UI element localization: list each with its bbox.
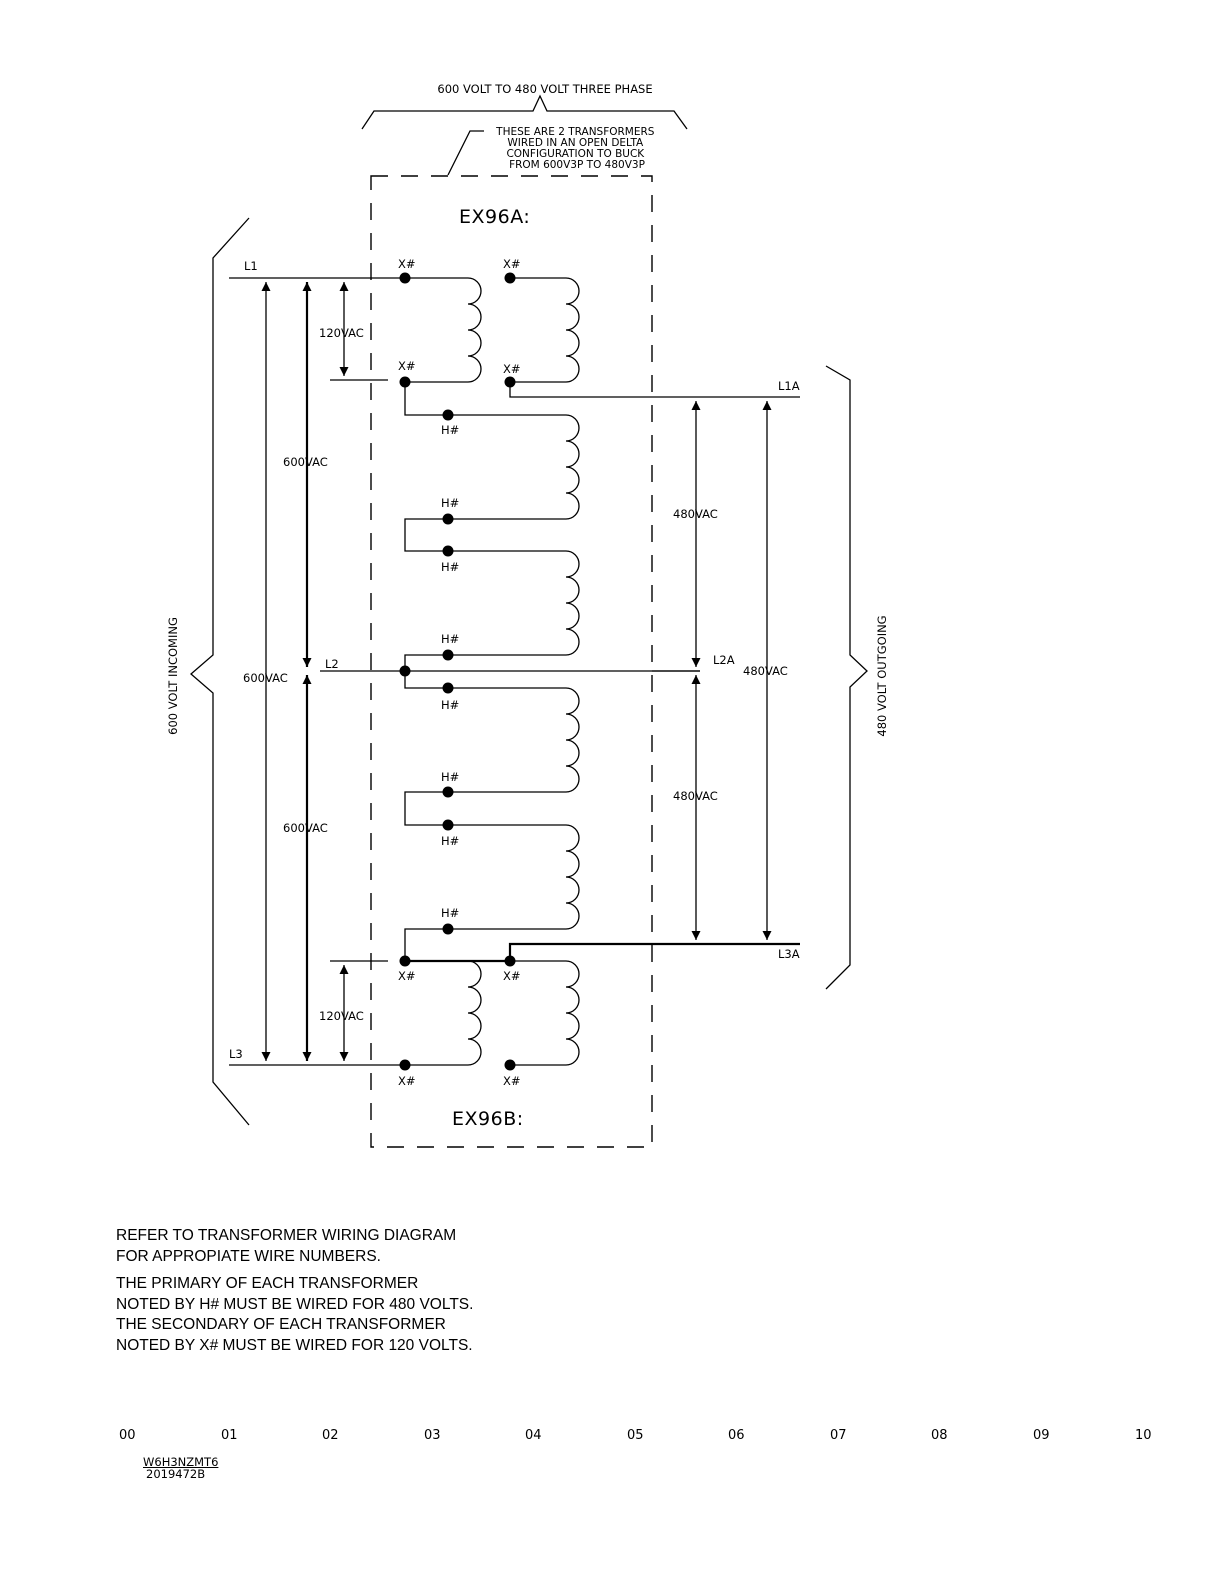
terminal-dots [399,272,516,1071]
callout-line-2: WIRED IN AN OPEN DELTA [507,137,644,149]
note-primary-secondary: THE PRIMARY OF EACH TRANSFORMER NOTED BY… [116,1275,474,1354]
line-l3-label: L3 [229,1047,243,1061]
incoming-brace [190,217,250,1126]
ruler-mark: 07 [830,1428,847,1443]
line-l3a [508,942,800,961]
callout-leader [447,130,484,176]
terminal-label-x: X# [503,1074,521,1088]
callout-line-1: THESE ARE 2 TRANSFORMERS [495,126,655,138]
terminal-dot [504,376,516,388]
outgoing-label: 480 VOLT OUTGOING [875,615,889,736]
line-l2-label: L2 [325,657,339,671]
line-l1-label: L1 [244,259,258,273]
voltage-l1-l3: 600VAC [243,671,288,685]
terminal-label-x: X# [398,1074,416,1088]
callout-line-3: CONFIGURATION TO BUCK [506,148,645,160]
note-wire-numbers: REFER TO TRANSFORMER WIRING DIAGRAM FOR … [116,1227,457,1265]
voltage-secondary-top: 120VAC [319,326,364,340]
terminal-dot [442,649,454,661]
terminal-label-h: H# [441,632,459,646]
terminal-dot [442,923,454,935]
terminal-dot [399,1059,411,1071]
ruler-mark: 04 [525,1428,542,1443]
terminal-label-h: H# [441,496,459,510]
ruler-mark: 05 [627,1428,644,1443]
terminal-dot [399,665,411,677]
voltage-l1a-l3a: 480VAC [743,664,788,678]
callout-note: THESE ARE 2 TRANSFORMERS WIRED IN AN OPE… [495,126,658,171]
ruler-mark: 01 [221,1428,238,1443]
voltage-l2-l3: 600VAC [283,821,328,835]
terminal-label-h: H# [441,834,459,848]
transformer-a-secondary [405,277,580,383]
voltage-l1-l2: 600VAC [283,455,328,469]
terminal-dot [442,545,454,557]
transformer-enclosure [370,175,653,1148]
terminal-label-h: H# [441,698,459,712]
diagram-title: 600 VOLT TO 480 VOLT THREE PHASE [437,82,652,96]
notes: REFER TO TRANSFORMER WIRING DIAGRAM FOR … [116,1226,476,1363]
drawing-number-block: W6H3NZMT6 2019472B [143,1456,218,1480]
column-ruler: 00 01 02 03 04 05 06 07 08 09 10 [0,1428,1224,1448]
transformer-a-primary [404,382,580,671]
terminal-label-x: X# [503,257,521,271]
incoming-label: 600 VOLT INCOMING [166,617,180,735]
ruler-mark: 08 [931,1428,948,1443]
callout-line-4: FROM 600V3P TO 480V3P [509,159,645,171]
terminal-dot [399,272,411,284]
transformer-b-secondary [405,959,580,1066]
transformer-b-name: EX96B: [452,1108,524,1130]
voltage-l2a-l3a: 480VAC [673,789,718,803]
terminal-dot [504,955,516,967]
terminal-label-x: X# [503,362,521,376]
terminal-dot [504,272,516,284]
terminal-dot [442,786,454,798]
terminal-dot [504,1059,516,1071]
drawing-number: W6H3NZMT6 [143,1455,219,1469]
terminal-label-h: H# [441,770,459,784]
ruler-mark: 10 [1135,1428,1152,1443]
voltage-secondary-bottom: 120VAC [319,1009,364,1023]
terminal-label-x: X# [503,969,521,983]
terminal-label-x: X# [398,257,416,271]
terminal-label-h: H# [441,906,459,920]
terminal-dot [399,376,411,388]
transformer-a-name: EX96A: [459,206,530,228]
drawing-revision: 2019472B [146,1467,206,1481]
ruler-mark: 03 [424,1428,441,1443]
line-l3a-label: L3A [778,947,800,961]
terminal-label-x: X# [398,969,416,983]
line-l1a [509,382,800,398]
terminal-label-h: H# [441,560,459,574]
outgoing-brace [825,365,868,990]
ruler-mark: 00 [119,1428,136,1443]
ruler-mark: 06 [728,1428,745,1443]
terminal-dot [442,409,454,421]
terminal-label-h: H# [441,423,459,437]
terminal-labels: X# X# X# X# H# H# H# H# H# H# H# H# X# X… [398,257,521,1088]
line-l1a-label: L1A [778,379,800,393]
line-l2a-label: L2A [713,653,735,667]
wiring-diagram: 600 VOLT TO 480 VOLT THREE PHASE THESE A… [166,82,889,1148]
terminal-dot [399,955,411,967]
voltage-l1a-l2a: 480VAC [673,507,718,521]
terminal-dot [442,819,454,831]
top-brace [361,94,688,130]
terminal-dot [442,682,454,694]
terminal-dot [442,513,454,525]
ruler-mark: 09 [1033,1428,1050,1443]
ruler-mark: 02 [322,1428,339,1443]
transformer-b-primary [404,671,580,961]
terminal-label-x: X# [398,359,416,373]
